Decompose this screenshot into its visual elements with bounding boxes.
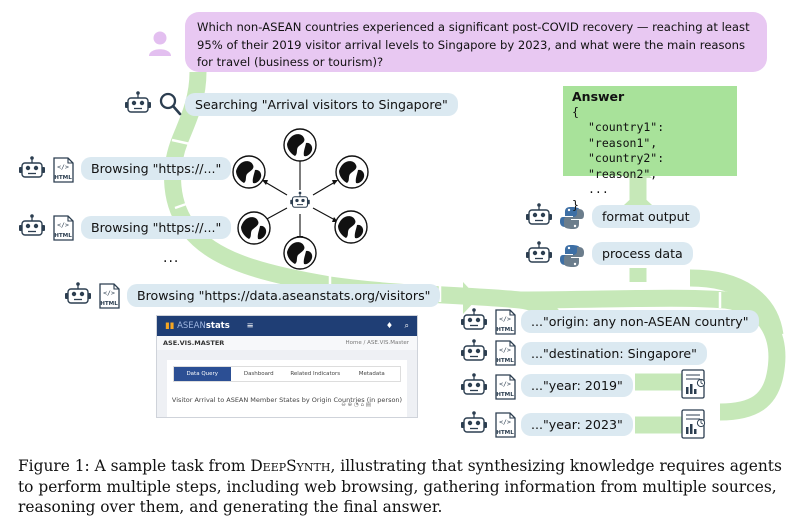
caption-prefix: Figure 1: A sample task from xyxy=(18,457,251,475)
globe-icon-1 xyxy=(232,155,266,189)
html-file-icon xyxy=(495,340,516,366)
robot-icon xyxy=(460,410,488,433)
browse-step-pill: Browsing "https://..." xyxy=(81,157,232,180)
filter-year-2023-text: ..."year: 2023" xyxy=(531,417,623,432)
robot-icon xyxy=(124,90,152,113)
html-file-icon xyxy=(495,412,516,438)
answer-line: "country1": "reason1", xyxy=(588,120,665,150)
format-output-pill: format output xyxy=(592,205,700,228)
answer-line: "country2": "reason2", xyxy=(588,151,665,181)
filter-year-2023-pill: ..."year: 2023" xyxy=(521,413,633,436)
process-data-pill: process data xyxy=(592,242,693,265)
globe-icon-2 xyxy=(283,128,317,162)
globe-icon-4 xyxy=(237,211,271,245)
search-step-pill: Searching "Arrival visitors to Singapore… xyxy=(185,93,458,116)
robot-icon xyxy=(525,202,553,225)
bell-icon: ♦ xyxy=(385,321,393,330)
robot-icon xyxy=(18,213,46,236)
globe-icon-3 xyxy=(335,155,369,189)
robot-icon xyxy=(18,155,46,178)
filter-origin-pill: ..."origin: any non-ASEAN country" xyxy=(521,310,759,333)
robot-icon xyxy=(64,281,92,304)
browse-step-pill: Browsing "https://..." xyxy=(81,216,232,239)
site-content-card: Data Query Dashboard Related Indicators … xyxy=(167,360,407,417)
site-toolbar-icons: ⊖ ⊕ ◔ ⌂ ▤ xyxy=(341,402,371,408)
site-tab-data-query: Data Query xyxy=(174,367,231,381)
site-page-subtitle: ASE.VIS.MASTER xyxy=(163,339,225,347)
html-file-icon xyxy=(495,374,516,400)
answer-close-brace: } xyxy=(572,197,579,212)
search-icon xyxy=(159,92,182,116)
html-file-icon xyxy=(99,283,120,309)
more-steps-ellipsis: ... xyxy=(163,250,180,266)
site-logo-bars-icon: ▮▮ xyxy=(165,321,175,331)
html-file-icon xyxy=(495,309,516,335)
figure-caption: Figure 1: A sample task from DeepSynth, … xyxy=(18,456,793,518)
html-file-icon xyxy=(53,215,74,241)
filter-year-2019-text: ..."year: 2019" xyxy=(531,378,623,393)
robot-icon xyxy=(460,338,488,361)
globe-icon-6 xyxy=(283,236,317,270)
python-icon xyxy=(560,245,584,267)
browsing-hub xyxy=(262,152,338,242)
site-visual-title: Visitor Arrival to ASEAN Member States b… xyxy=(171,396,403,404)
caption-text: , illustrating that synthesizing knowled… xyxy=(18,457,782,516)
site-tab-dashboard: Dashboard xyxy=(243,371,274,377)
site-tabs: Data Query Dashboard Related Indicators … xyxy=(173,366,401,382)
filter-destination-pill: ..."destination: Singapore" xyxy=(521,342,707,365)
site-brand-a: ASEAN xyxy=(177,321,206,331)
browse-main-step-text: Browsing "https://data.aseanstats.org/vi… xyxy=(137,288,431,303)
filter-destination-text: ..."destination: Singapore" xyxy=(531,346,697,361)
site-brand-b: stats xyxy=(205,321,230,331)
query-text: Which non-ASEAN countries experienced a … xyxy=(197,20,750,69)
robot-icon xyxy=(460,372,488,395)
globe-icon-5 xyxy=(334,210,368,244)
report-doc-icon xyxy=(681,369,706,399)
flow-arrows xyxy=(164,71,786,434)
site-tab-metadata: Metadata xyxy=(358,371,385,377)
caption-system-name: DeepSynth xyxy=(250,457,331,475)
search-icon: ⌕ xyxy=(404,321,409,330)
answer-title: Answer xyxy=(572,89,625,104)
query-bubble: Which non-ASEAN countries experienced a … xyxy=(185,12,767,72)
site-header: ▮▮ ASEANstats ≡ ♦ ⌕ xyxy=(157,316,417,336)
process-data-text: process data xyxy=(602,246,683,261)
hamburger-menu-icon: ≡ xyxy=(246,321,254,331)
answer-box: Answer { "country1": "reason1", "country… xyxy=(563,86,737,212)
answer-line: ... xyxy=(588,182,609,196)
report-doc-icon xyxy=(681,409,706,439)
site-breadcrumb: Home / ASE.VIS.Master xyxy=(345,340,409,346)
html-file-icon xyxy=(53,157,74,183)
search-step-text: Searching "Arrival visitors to Singapore… xyxy=(195,97,448,112)
browse-step-text: Browsing "https://..." xyxy=(91,220,222,235)
site-subheader: ASE.VIS.MASTER Home / ASE.VIS.Master xyxy=(157,336,417,350)
filter-origin-text: ..."origin: any non-ASEAN country" xyxy=(531,314,749,329)
filter-year-2019-pill: ..."year: 2019" xyxy=(521,374,633,397)
robot-icon xyxy=(525,240,553,263)
site-tab-related-indicators: Related Indicators xyxy=(290,371,341,377)
answer-open-brace: { xyxy=(572,104,579,119)
format-output-text: format output xyxy=(602,209,690,224)
browse-step-text: Browsing "https://..." xyxy=(91,161,222,176)
browse-main-step-pill: Browsing "https://data.aseanstats.org/vi… xyxy=(127,284,441,307)
website-screenshot: ▮▮ ASEANstats ≡ ♦ ⌕ ASE.VIS.MASTER Home … xyxy=(156,315,418,418)
user-icon xyxy=(149,31,171,56)
